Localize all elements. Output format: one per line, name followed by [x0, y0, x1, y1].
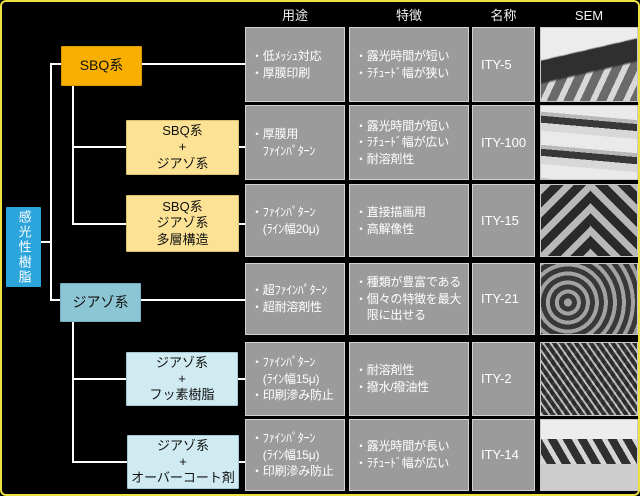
connector-row4-right — [140, 299, 246, 301]
feature-cell-row2: ・露光時間が短い ・ﾗﾁｭｰﾄﾞ幅が広い ・耐溶剤性 — [349, 105, 469, 180]
connector-row5-right — [236, 378, 246, 380]
connector-root-to-trunk — [41, 241, 52, 243]
feature-cell-row4: ・種類が豊富である ・個々の特徴を最大 限に出せる — [349, 263, 469, 335]
tree-node-diazo-overcoat: ジアゾ系 + オーバーコート剤 — [127, 435, 239, 489]
connector-row2-left — [72, 146, 128, 148]
use-cell-row1: ・低ﾒｯｼｭ対応 ・厚膜印刷 — [245, 27, 345, 102]
tree-node-sbq-diazo: SBQ系 + ジアゾ系 — [126, 120, 239, 175]
tree-node-diazo: ジアゾ系 — [60, 283, 141, 322]
connector-row5-left — [72, 378, 128, 380]
connector-row6-left — [72, 461, 128, 463]
use-cell-row4: ・超ﾌｧｲﾝﾊﾟﾀｰﾝ ・超耐溶剤性 — [245, 263, 345, 335]
name-cell-row2: ITY-100 — [472, 105, 535, 180]
connector-row3-right — [237, 223, 246, 225]
connector-row3-left — [72, 223, 128, 225]
column-header-name: 名称 — [490, 8, 517, 23]
connector-row1-right — [141, 63, 246, 65]
column-header-feature: 特徴 — [395, 8, 422, 23]
use-cell-row5: ・ﾌｧｲﾝﾊﾟﾀｰﾝ (ﾗｲﾝ幅15μ) ・印刷滲み防止 — [245, 342, 345, 416]
name-cell-row3: ITY-15 — [472, 184, 535, 257]
use-cell-row6: ・ﾌｧｲﾝﾊﾟﾀｰﾝ (ﾗｲﾝ幅15μ) ・印刷滲み防止 — [245, 419, 345, 491]
feature-cell-row5: ・耐溶剤性 ・撥水/撥油性 — [349, 342, 469, 416]
tree-node-diazo-fluorine: ジアゾ系 + フッ素樹脂 — [126, 352, 238, 406]
connector-row1-left — [50, 63, 63, 65]
root-node-photosensitive-resin: 感光性樹脂 — [6, 207, 41, 287]
name-cell-row5: ITY-2 — [472, 342, 535, 416]
name-cell-row6: ITY-14 — [472, 419, 535, 491]
connector-row6-right — [237, 461, 246, 463]
column-header-sem: SEM — [574, 8, 604, 23]
use-cell-row2: ・厚膜用 ﾌｧｲﾝﾊﾟﾀｰﾝ — [245, 105, 345, 180]
connector-row4-left — [50, 299, 62, 301]
feature-cell-row1: ・露光時間が短い ・ﾗﾁｭｰﾄﾞ幅が狭い — [349, 27, 469, 102]
name-cell-row4: ITY-21 — [472, 263, 535, 335]
feature-cell-row6: ・露光時間が長い ・ﾗﾁｭｰﾄﾞ幅が広い — [349, 419, 469, 491]
tree-node-sbq: SBQ系 — [61, 46, 142, 86]
connector-main-trunk — [50, 63, 52, 301]
sem-image-ity-15 — [540, 184, 638, 257]
connector-subtrunk-diazo — [72, 321, 74, 463]
sem-image-ity-2 — [540, 342, 638, 416]
connector-subtrunk-sbq — [72, 85, 74, 225]
connector-row2-right — [237, 146, 246, 148]
sem-image-ity-21 — [540, 263, 638, 335]
column-header-use: 用途 — [281, 8, 308, 23]
sem-image-ity-5 — [540, 27, 638, 102]
sem-image-ity-100 — [540, 105, 638, 180]
feature-cell-row3: ・直接描画用 ・高解像性 — [349, 184, 469, 257]
tree-node-sbq-diazo-multilayer: SBQ系 ジアゾ系 多層構造 — [126, 195, 239, 252]
use-cell-row3: ・ﾌｧｲﾝﾊﾟﾀｰﾝ (ﾗｲﾝ幅20μ) — [245, 184, 345, 257]
sem-image-ity-14 — [540, 419, 638, 491]
name-cell-row1: ITY-5 — [472, 27, 535, 102]
